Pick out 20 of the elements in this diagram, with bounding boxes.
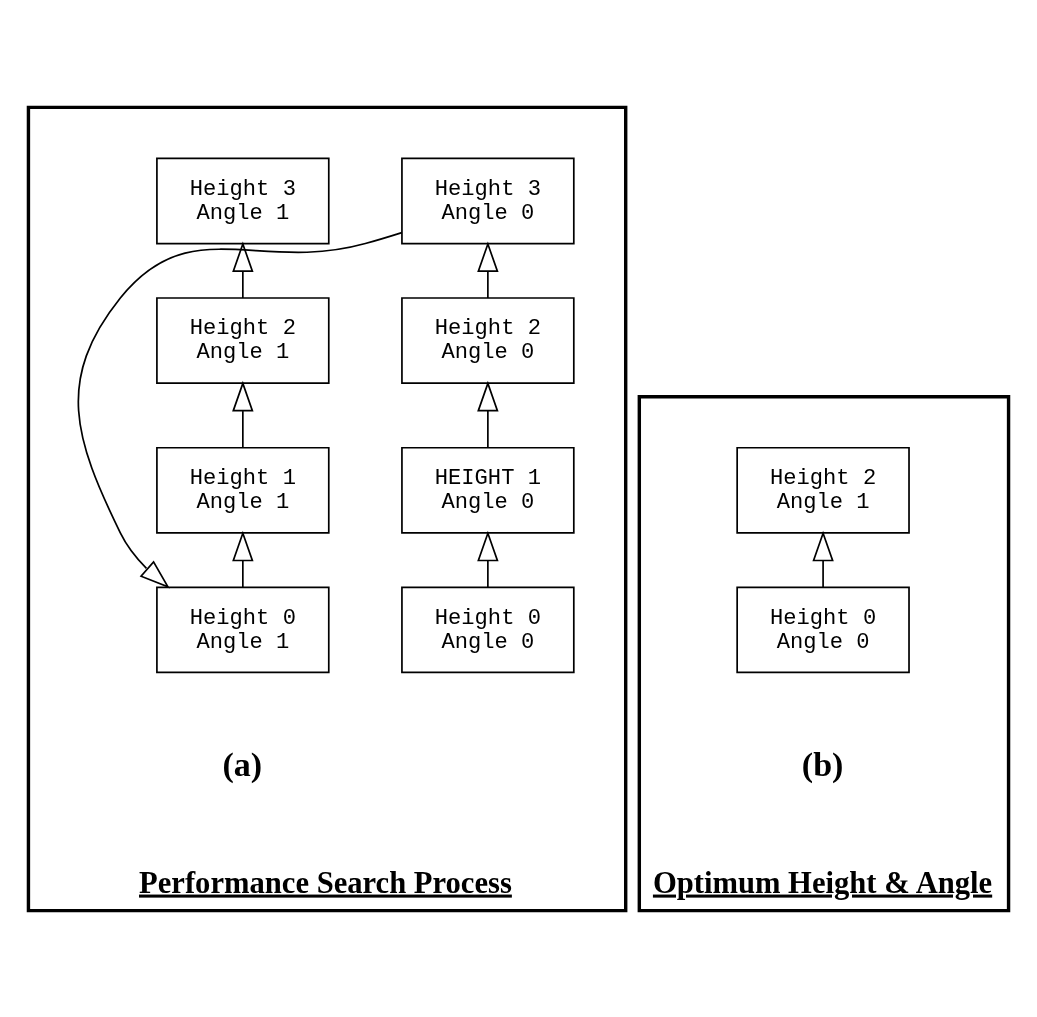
arrow [232,380,254,448]
node-box: Height 0 Angle 1 [156,585,330,673]
arrow [477,530,499,588]
node-box: Height 2 Angle 0 [401,296,575,384]
arrow [812,530,834,588]
arrow [477,240,499,299]
node-box: HEIGHT 1 Angle 0 [401,446,575,534]
node-box: Height 3 Angle 0 [401,157,575,244]
arrow [77,231,403,589]
arrow [232,530,254,588]
label: (a) [222,745,263,783]
arrow [477,380,499,448]
node-box: Height 2 Angle 1 [156,296,330,384]
node-box: Height 0 Angle 0 [401,585,575,673]
node-box: Height 1 Angle 1 [156,446,330,534]
node-box: Height 0 Angle 0 [736,585,910,673]
node-box: Height 3 Angle 1 [156,157,330,244]
arrow [232,240,254,299]
node-box: Height 2 Angle 1 [736,446,910,534]
label: (b) [801,745,844,783]
